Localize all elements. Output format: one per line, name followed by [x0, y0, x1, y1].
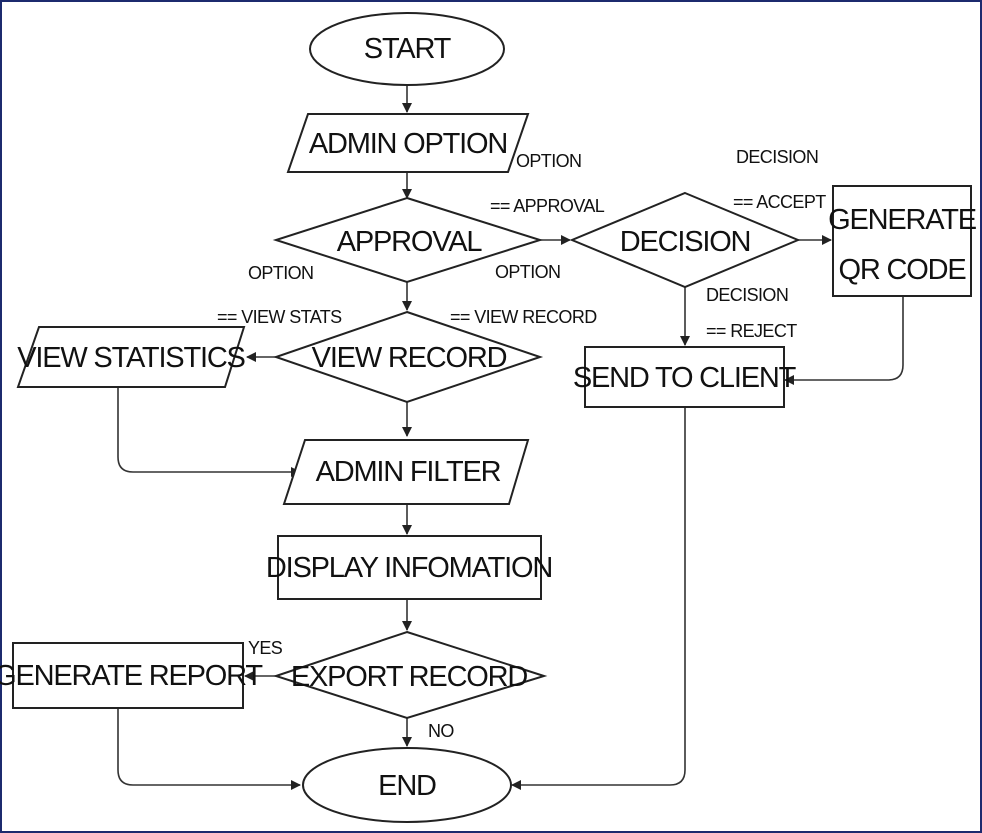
end-node: END [302, 747, 512, 823]
send-to-client-label: SEND TO CLIENT [573, 362, 797, 394]
display-information-label: DISPLAY INFOMATION [266, 552, 552, 584]
view-statistics-node: VIEW STATISTICS [16, 326, 247, 388]
edges [117, 85, 904, 790]
label-option-approval-2: == APPROVAL [490, 196, 605, 216]
generate-qr-code-node: GENERATE QR CODE [828, 185, 978, 297]
view-record-node: VIEW RECORD [272, 310, 544, 404]
label-option-approval-1: OPTION [516, 151, 581, 171]
admin-option-label: ADMIN OPTION [309, 128, 507, 160]
label-decision-accept-2: == ACCEPT [733, 192, 826, 212]
admin-option-node: ADMIN OPTION [286, 113, 530, 173]
admin-filter-label: ADMIN FILTER [316, 456, 501, 488]
label-no: NO [428, 721, 454, 741]
label-option-view-record-2: == VIEW RECORD [450, 307, 597, 327]
label-option-view-stats-1: OPTION [248, 263, 313, 283]
generate-qr-label-line2: QR CODE [839, 254, 967, 286]
edge-labels: OPTION == APPROVAL DECISION == ACCEPT OP… [217, 147, 827, 741]
start-node: START [309, 12, 505, 86]
send-to-client-node: SEND TO CLIENT [573, 346, 798, 408]
approval-label: APPROVAL [337, 226, 483, 258]
display-information-node: DISPLAY INFOMATION [266, 535, 553, 600]
label-option-view-record-1: OPTION [495, 262, 560, 282]
export-record-node: EXPORT RECORD [272, 630, 548, 720]
edge-generate-qr-to-send-to-client [784, 296, 904, 385]
generate-qr-label-line1: GENERATE [828, 204, 977, 236]
edge-send-to-client-to-end [511, 407, 686, 790]
export-record-label: EXPORT RECORD [291, 661, 528, 693]
decision-node: DECISION [569, 191, 801, 289]
label-decision-reject-2: == REJECT [706, 321, 797, 341]
view-statistics-label: VIEW STATISTICS [17, 342, 245, 374]
generate-report-node: GENERATE REPORT [0, 642, 265, 709]
label-decision-accept-1: DECISION [736, 147, 818, 167]
label-option-view-stats-2: == VIEW STATS [217, 307, 342, 327]
label-decision-reject-1: DECISION [706, 285, 788, 305]
edge-generate-report-to-end [117, 708, 301, 790]
start-label: START [364, 33, 452, 65]
generate-report-label: GENERATE REPORT [0, 660, 263, 692]
approval-node: APPROVAL [272, 196, 544, 284]
end-label: END [378, 770, 436, 802]
label-yes: YES [248, 638, 283, 658]
admin-filter-node: ADMIN FILTER [282, 439, 530, 505]
decision-label: DECISION [620, 226, 751, 258]
view-record-label: VIEW RECORD [312, 342, 507, 374]
edge-view-statistics-to-admin-filter [117, 387, 301, 477]
